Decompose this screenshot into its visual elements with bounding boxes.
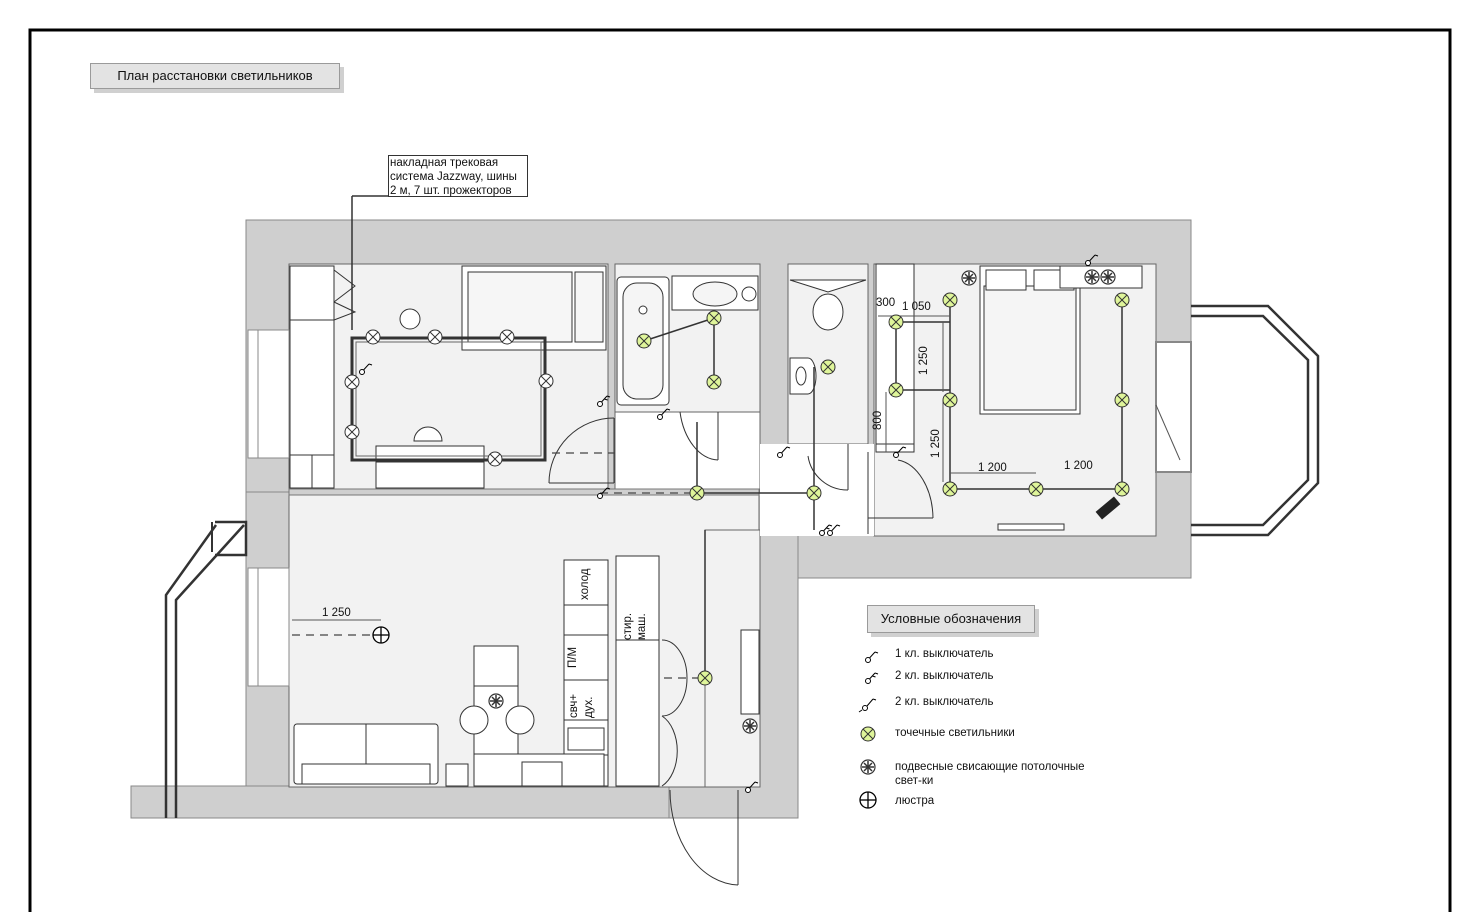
bedroom-left-furniture — [289, 265, 607, 489]
legend-switch-1: 1 кл. выключатель — [895, 648, 994, 660]
dimension-label: 1 200 — [1064, 460, 1093, 472]
dimension-label: 1 250 — [918, 346, 930, 375]
appliance-label-washer-2: маш. — [636, 613, 648, 640]
appliance-label-fridge: холод — [579, 568, 591, 600]
appliance-label-microwave: свч+ — [568, 693, 580, 718]
sheet-frame — [28, 28, 1452, 912]
dimension-label: 1 200 — [978, 462, 1007, 474]
legend-pendant-2: свет-ки — [895, 775, 934, 787]
bedroom-lamp-icon — [1095, 496, 1121, 520]
dimension-label: 1 250 — [930, 429, 942, 458]
legend-switch-2: 2 кл. выключатель — [895, 670, 994, 682]
callout-line-3: 2 м, 7 шт. прожекторов — [390, 185, 512, 197]
dimension-lines — [292, 315, 1036, 621]
chandelier-icon — [372, 626, 390, 644]
plan-title: План расстановки светильников — [90, 63, 340, 89]
appliance-label-oven: дух. — [583, 696, 595, 718]
track-system-callout: накладная трековая система Jazzway, шины… — [388, 155, 528, 197]
right-balcony — [1155, 304, 1320, 537]
dimension-label: 300 — [876, 297, 896, 309]
legend-chandelier: люстра — [895, 795, 935, 807]
legend-switch-2-pass: 2 кл. выключатель — [895, 696, 994, 708]
bedroom-right-furniture — [875, 263, 1143, 531]
bathroom — [616, 275, 759, 406]
legend-pendant: подвесные свисающие потолочные — [895, 761, 1085, 773]
callout-line-1: накладная трековая — [390, 157, 499, 169]
legend-title: Условные обозначения — [867, 605, 1035, 633]
kitchen — [445, 555, 760, 787]
appliance-label-washer: стир. — [622, 612, 634, 640]
doors — [548, 411, 934, 886]
sofa — [293, 723, 439, 785]
dimension-label: 1 050 — [902, 301, 931, 313]
left-balcony — [164, 520, 248, 818]
dimension-label: 1 250 — [322, 607, 351, 619]
toilet-room — [789, 279, 867, 395]
windows — [247, 329, 290, 687]
callout-line-2: система Jazzway, шины — [390, 171, 517, 183]
dashed-routes — [292, 452, 704, 679]
legend-symbols — [858, 651, 879, 809]
dimension-label: 800 — [872, 410, 884, 430]
appliance-label-dishwasher: П/М — [567, 646, 579, 668]
legend-spot: точечные светильники — [895, 727, 1015, 739]
